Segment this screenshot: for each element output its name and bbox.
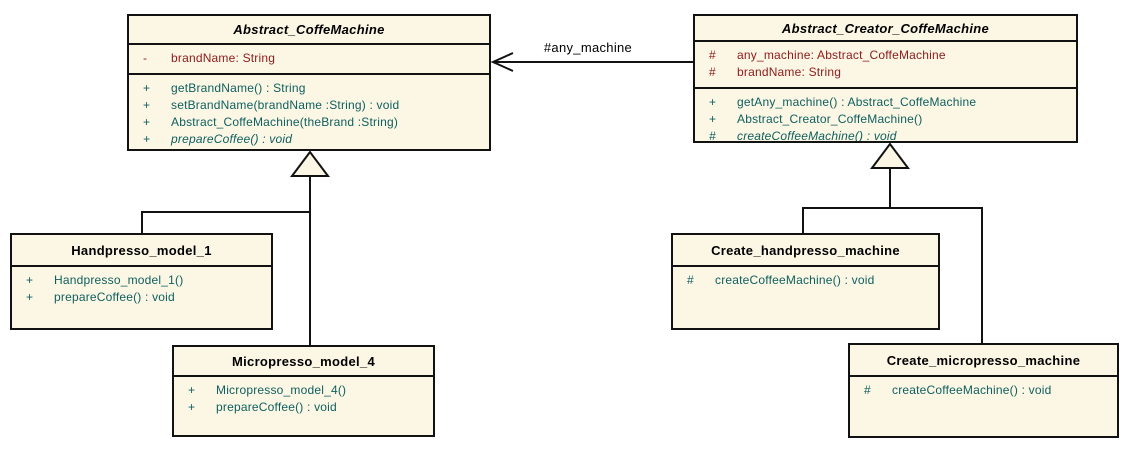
methods-compartment: # createCoffeeMachine() : void xyxy=(673,265,938,328)
method-row: + prepareCoffee() : void xyxy=(174,399,433,416)
visibility-marker: # xyxy=(709,48,716,62)
generalization-arrow-right-tree xyxy=(802,142,983,343)
attributes-compartment: - brandName: String xyxy=(129,43,489,73)
method-row: + setBrandName(brandName :String) : void xyxy=(129,97,489,114)
visibility-marker: + xyxy=(709,112,717,126)
method-text: getAny_machine() : Abstract_CoffeMachine xyxy=(737,95,977,109)
methods-compartment: # createCoffeeMachine() : void xyxy=(850,375,1117,436)
association-label: #any_machine xyxy=(544,40,632,55)
attributes-compartment: # any_machine: Abstract_CoffeMachine # b… xyxy=(695,40,1076,87)
visibility-marker: + xyxy=(188,383,196,397)
visibility-marker: + xyxy=(188,400,196,414)
method-row: # createCoffeeMachine() : void xyxy=(673,272,938,289)
class-abstract-coffemachine: Abstract_CoffeMachine - brandName: Strin… xyxy=(127,14,491,151)
class-title: Micropresso_model_4 xyxy=(232,353,375,369)
class-create-handpresso-machine: Create_handpresso_machine # createCoffee… xyxy=(671,233,940,330)
inheritance-triangle-icon xyxy=(290,150,330,177)
method-row: + Abstract_Creator_CoffeMachine() xyxy=(695,111,1076,128)
method-text: Micropresso_model_4() xyxy=(216,383,347,397)
visibility-marker: # xyxy=(709,65,716,79)
generalization-arrow-left-tree xyxy=(141,150,330,345)
methods-compartment: + Micropresso_model_4() + prepareCoffee(… xyxy=(174,375,433,435)
class-title: Abstract_CoffeMachine xyxy=(233,22,385,37)
method-text: Handpresso_model_1() xyxy=(54,273,184,287)
method-text: setBrandName(brandName :String) : void xyxy=(171,98,400,112)
method-row: + getBrandName() : String xyxy=(129,80,489,97)
method-row: + getAny_machine() : Abstract_CoffeMachi… xyxy=(695,94,1076,111)
class-title: Create_micropresso_machine xyxy=(886,352,1081,368)
method-row: + prepareCoffee() : void xyxy=(12,289,271,306)
class-micropresso-model-4: Micropresso_model_4 + Micropresso_model_… xyxy=(172,345,435,437)
visibility-marker: - xyxy=(143,51,147,65)
attribute-text: brandName: String xyxy=(737,65,842,79)
methods-compartment: + getBrandName() : String + setBrandName… xyxy=(129,73,489,149)
attribute-text: brandName: String xyxy=(171,51,276,65)
association-arrow-any-machine: #any_machine xyxy=(490,40,693,72)
class-title: Abstract_Creator_CoffeMachine xyxy=(781,20,990,36)
class-title: Handpresso_model_1 xyxy=(71,242,212,258)
visibility-marker: # xyxy=(687,273,694,287)
attribute-text: any_machine: Abstract_CoffeMachine xyxy=(737,48,946,62)
method-text: createCoffeeMachine() : void xyxy=(715,273,875,287)
method-text: Abstract_CoffeMachine(theBrand :String) xyxy=(171,115,399,129)
method-row: + Handpresso_model_1() xyxy=(12,272,271,289)
class-create-micropresso-machine: Create_micropresso_machine # createCoffe… xyxy=(848,343,1119,438)
visibility-marker: # xyxy=(864,383,871,397)
method-row: # createCoffeeMachine() : void xyxy=(850,382,1117,399)
class-title: Create_handpresso_machine xyxy=(711,242,900,258)
attribute-row: # brandName: String xyxy=(695,64,1076,81)
method-text: createCoffeeMachine() : void xyxy=(892,383,1052,397)
method-row-abstract: # createCoffeeMachine() : void xyxy=(695,128,1076,141)
class-abstract-creator-coffemachine: Abstract_Creator_CoffeMachine # any_mach… xyxy=(693,14,1078,143)
method-text: getBrandName() : String xyxy=(171,81,306,95)
visibility-marker: + xyxy=(143,81,151,95)
visibility-marker: + xyxy=(709,95,717,109)
method-text: Abstract_Creator_CoffeMachine() xyxy=(737,112,923,126)
attribute-row: - brandName: String xyxy=(129,50,489,67)
method-row: + Micropresso_model_4() xyxy=(174,382,433,399)
methods-compartment: + getAny_machine() : Abstract_CoffeMachi… xyxy=(695,87,1076,141)
visibility-marker: # xyxy=(709,129,716,141)
visibility-marker: + xyxy=(143,132,151,146)
method-text: createCoffeeMachine() : void xyxy=(737,129,897,141)
open-arrowhead-icon xyxy=(490,52,514,72)
method-text: prepareCoffee() : void xyxy=(171,132,293,146)
visibility-marker: + xyxy=(143,98,151,112)
method-row: + Abstract_CoffeMachine(theBrand :String… xyxy=(129,114,489,131)
method-text: prepareCoffee() : void xyxy=(216,400,337,414)
methods-compartment: + Handpresso_model_1() + prepareCoffee()… xyxy=(12,265,271,328)
method-text: prepareCoffee() : void xyxy=(54,290,175,304)
attribute-row: # any_machine: Abstract_CoffeMachine xyxy=(695,47,1076,64)
visibility-marker: + xyxy=(143,115,151,129)
visibility-marker: + xyxy=(26,290,34,304)
visibility-marker: + xyxy=(26,273,34,287)
class-handpresso-model-1: Handpresso_model_1 + Handpresso_model_1(… xyxy=(10,233,273,330)
inheritance-triangle-icon xyxy=(870,142,910,169)
method-row-abstract: + prepareCoffee() : void xyxy=(129,131,489,148)
